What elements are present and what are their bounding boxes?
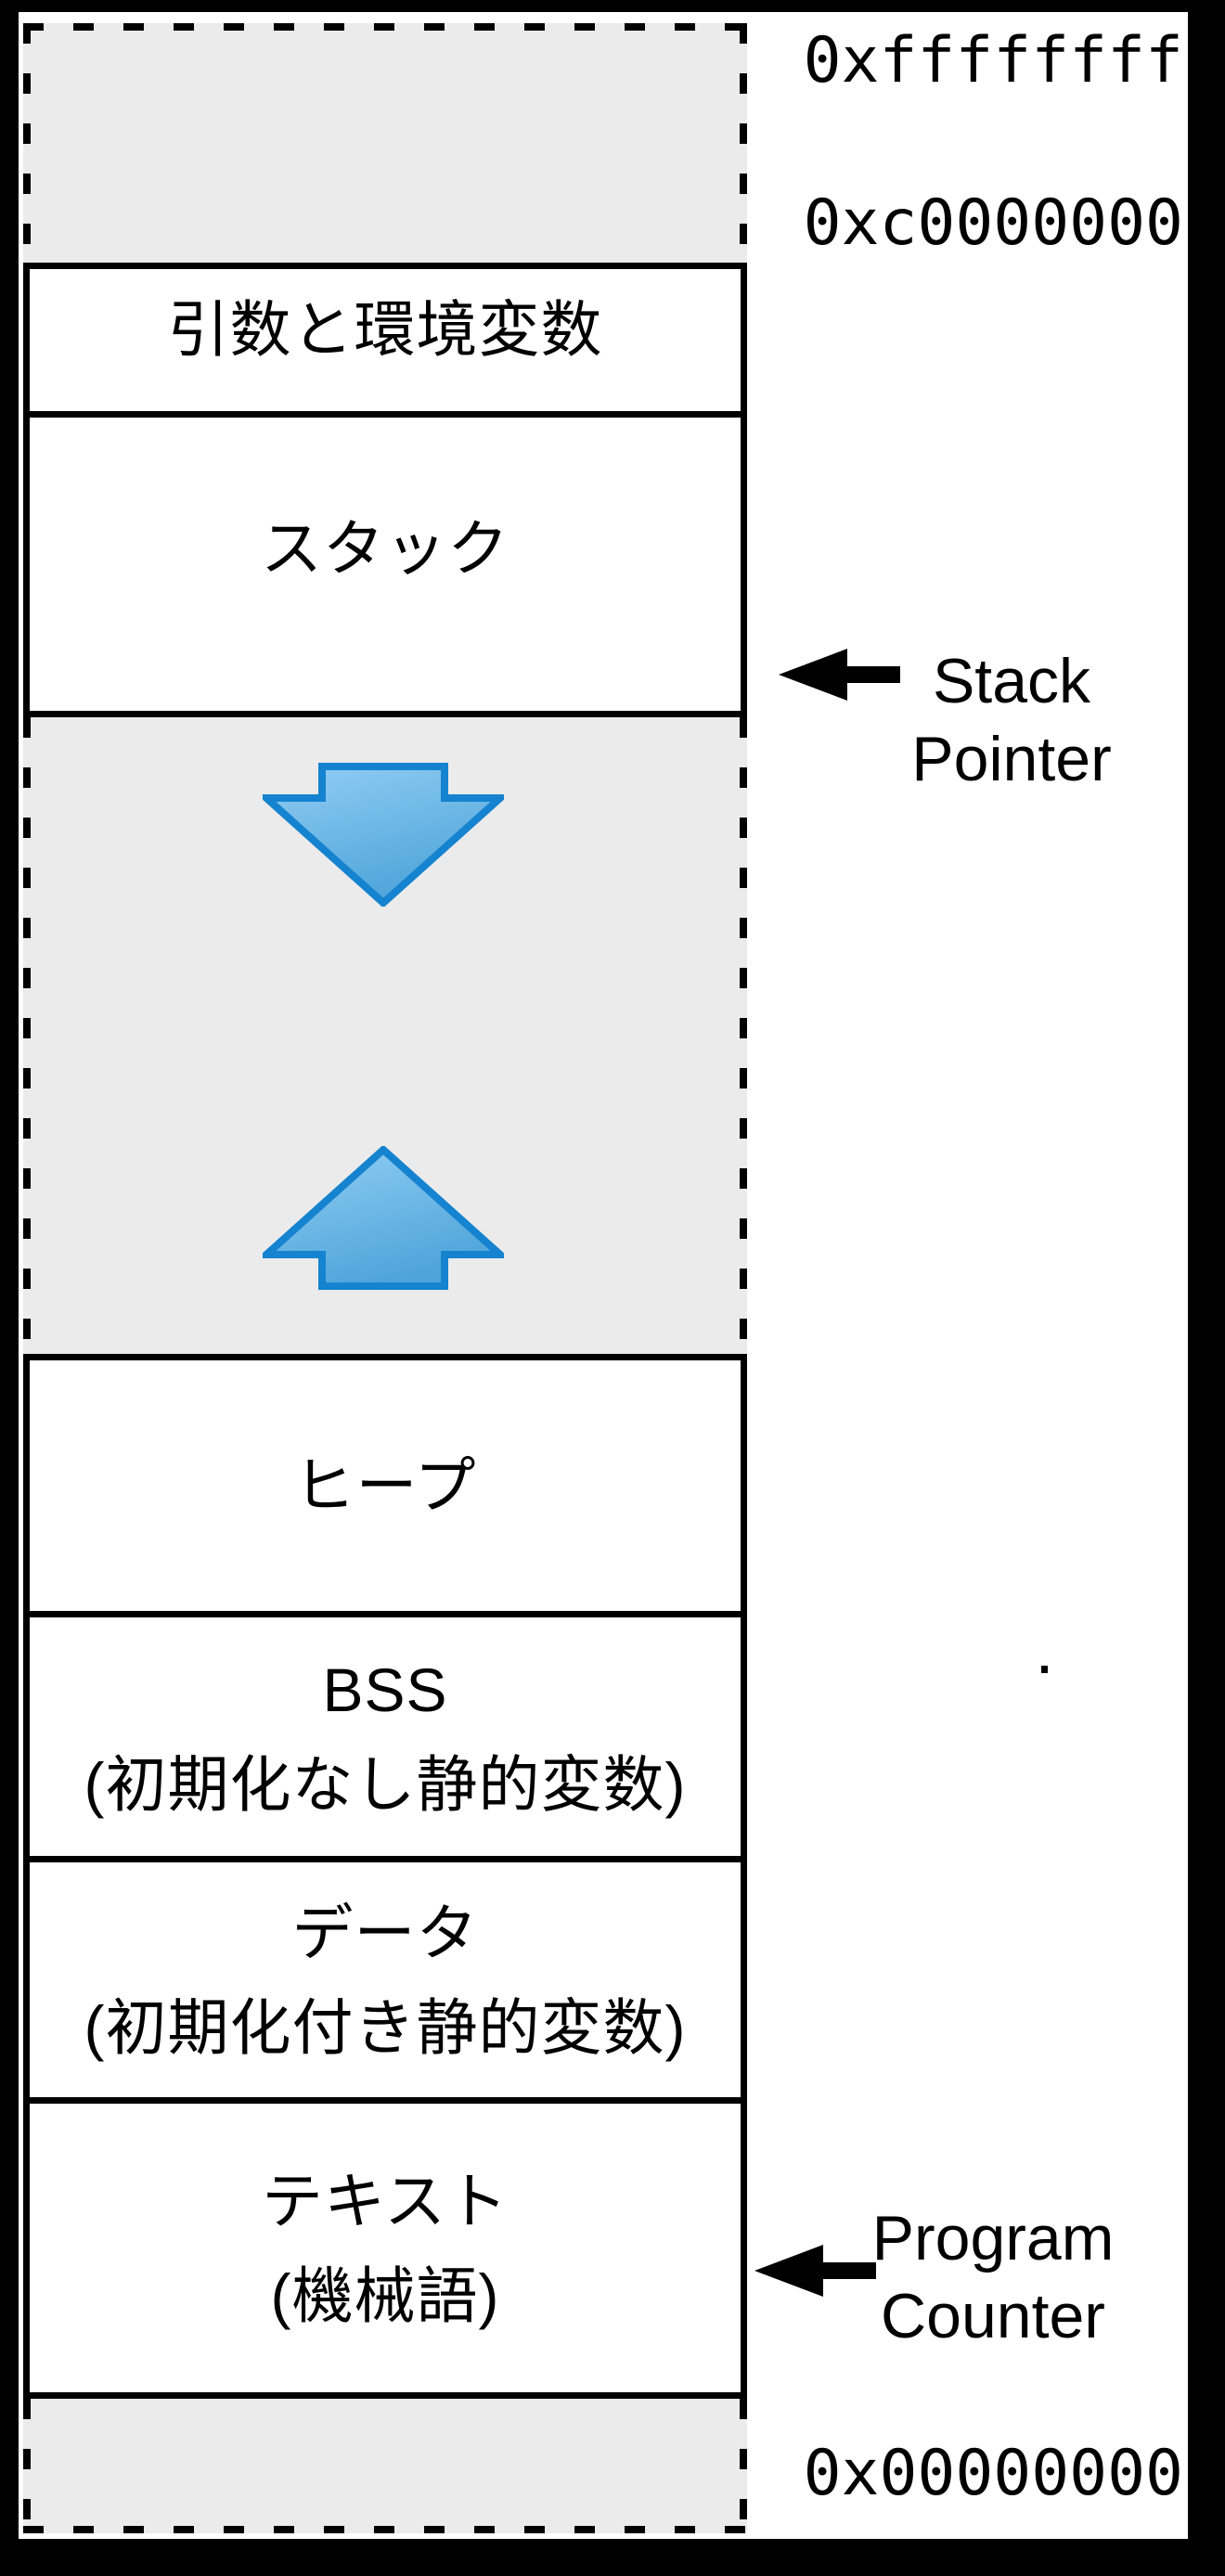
stack-pointer-arrow-icon	[779, 649, 900, 701]
dashed-border-left	[23, 23, 31, 263]
stack-grows-down-arrow-icon	[263, 763, 504, 907]
segment-bss-sublabel: (初期化なし静的変数)	[84, 1749, 687, 1819]
segment-heap: ヒープ	[23, 1354, 747, 1617]
address-label-top: 0xffffffff	[803, 24, 1183, 97]
address-label-bottom: 0x00000000	[803, 2437, 1183, 2510]
dashed-border-right	[740, 2399, 747, 2533]
dashed-border-left	[23, 2399, 31, 2533]
segment-text: テキスト (機械語)	[23, 2097, 747, 2399]
program-counter-arrow-icon	[754, 2245, 876, 2297]
segment-bss-label: BSS	[322, 1655, 448, 1724]
address-label-kernel-boundary: 0xc0000000	[803, 187, 1183, 260]
dashed-border-right	[740, 717, 747, 1354]
dashed-border-right	[740, 23, 747, 263]
stack-pointer-label: Stack Pointer	[891, 642, 1132, 798]
kernel-space-region	[23, 23, 747, 263]
segment-text-label: テキスト	[261, 2166, 509, 2235]
segment-data-label: データ	[291, 1898, 479, 1967]
stack-pointer-label-line1: Stack	[932, 646, 1091, 716]
dashed-border-left	[23, 717, 31, 1354]
program-counter-label-line1: Program	[871, 2203, 1115, 2273]
dashed-border-top	[23, 23, 747, 31]
heap-grows-up-arrow-icon	[263, 1146, 504, 1290]
segment-data-sublabel: (初期化付き静的変数)	[84, 1992, 687, 2062]
program-counter-label-line2: Counter	[881, 2281, 1105, 2351]
segment-stack: スタック	[23, 411, 747, 717]
segment-args-label: 引数と環境変数	[167, 294, 603, 364]
stray-dot	[1041, 1666, 1048, 1673]
segment-args: 引数と環境変数	[23, 263, 747, 418]
segment-data: データ (初期化付き静的変数)	[23, 1856, 747, 2104]
stack-pointer-label-line2: Pointer	[911, 724, 1112, 794]
segment-bss: BSS (初期化なし静的変数)	[23, 1611, 747, 1862]
segment-heap-label: ヒープ	[293, 1451, 477, 1520]
segment-text-sublabel: (機械語)	[270, 2260, 500, 2330]
low-reserved-region	[23, 2399, 747, 2533]
program-counter-label: Program Counter	[854, 2199, 1132, 2355]
segment-stack-label: スタック	[261, 514, 509, 583]
dashed-border-bottom	[23, 2526, 747, 2533]
